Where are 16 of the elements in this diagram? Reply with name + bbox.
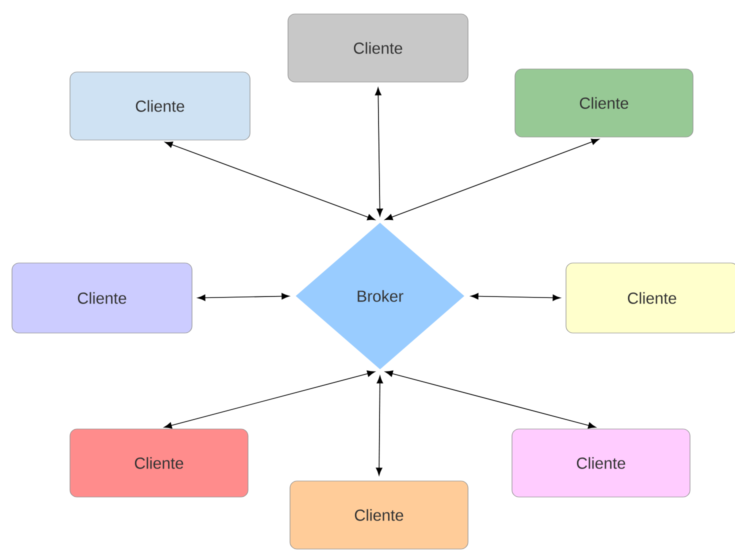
process-box: Cliente bbox=[288, 14, 468, 82]
arrow bbox=[164, 142, 376, 220]
process-box: Cliente bbox=[566, 262, 735, 334]
arrow bbox=[164, 370, 375, 429]
process-box: Cliente bbox=[70, 72, 250, 140]
process-box: Cliente bbox=[290, 480, 468, 550]
arrow bbox=[198, 293, 290, 301]
arrow bbox=[470, 293, 561, 301]
process-box: Cliente bbox=[512, 428, 690, 498]
arrow bbox=[385, 370, 596, 429]
process-box: Cliente bbox=[70, 428, 248, 498]
process-box: Cliente bbox=[514, 68, 694, 138]
arrow bbox=[384, 138, 600, 220]
arrow bbox=[376, 376, 384, 476]
arrow bbox=[375, 88, 384, 216]
process-box: Cliente bbox=[12, 262, 192, 334]
